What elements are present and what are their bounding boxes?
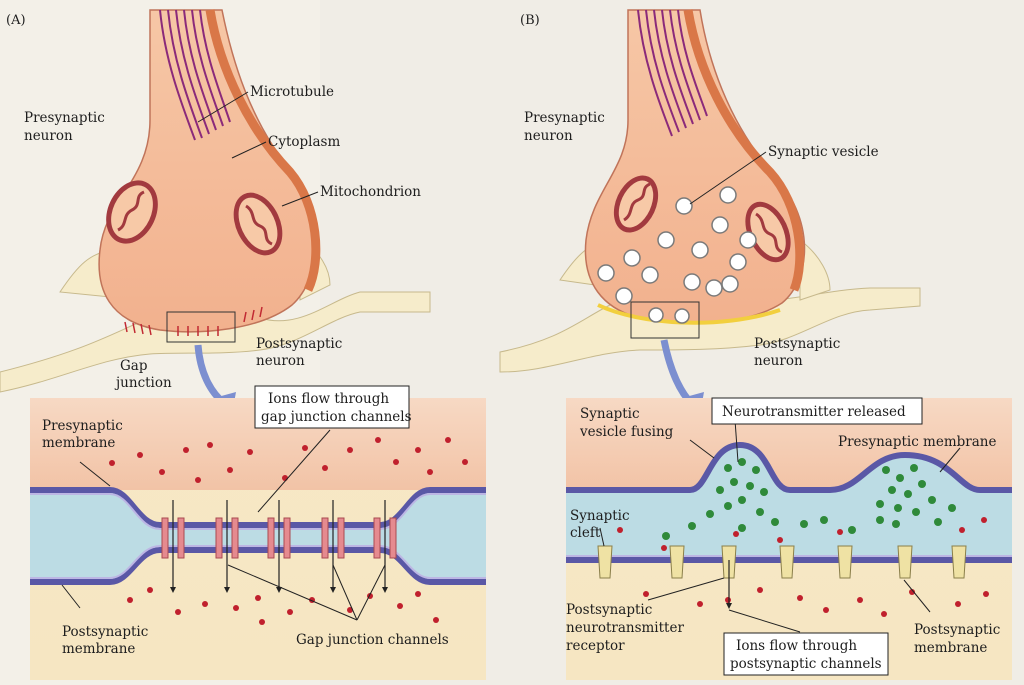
gap-junction-channels xyxy=(161,517,397,559)
cytoplasm-label: Cytoplasm xyxy=(268,134,340,150)
ions-flow-postsynaptic-box xyxy=(723,632,889,676)
microtubule-label: Microtubule xyxy=(250,84,334,100)
mitochondrion-b-right xyxy=(745,201,791,263)
synaptic-vesicle-label: Synaptic vesicle xyxy=(768,144,879,160)
neurotransmitter-released-box xyxy=(711,397,923,425)
gap-junction-marks xyxy=(124,306,263,336)
ions-flow-postsynaptic-text-2: postsynaptic channels xyxy=(730,656,882,672)
presynaptic-membrane-label-a-1: Presynaptic xyxy=(42,418,123,434)
mitochondrion-label: Mitochondrion xyxy=(320,184,421,200)
postsynaptic-receptors xyxy=(597,545,967,579)
ions-b xyxy=(617,517,989,617)
ions-a xyxy=(109,437,468,625)
receptor-label-3: receptor xyxy=(566,638,625,654)
vesicle-fusing-label-1: Synaptic xyxy=(580,406,640,422)
vesicle-highlight-box xyxy=(630,301,700,339)
gap-junction-label-2: junction xyxy=(114,375,172,391)
gap-junction-label-1: Gap xyxy=(120,358,147,374)
mitochondrion-left xyxy=(106,180,158,244)
presynaptic-membrane-label-a-2: membrane xyxy=(42,435,115,451)
presynaptic-neuron-label-a-2: neuron xyxy=(24,128,73,144)
presynaptic-membrane-label-b: Presynaptic membrane xyxy=(838,434,996,450)
receptor-label-2: neurotransmitter xyxy=(566,620,684,636)
postsynaptic-neuron-label-b-1: Postsynaptic xyxy=(754,336,840,352)
postsynaptic-membrane-label-a-2: membrane xyxy=(62,641,135,657)
receptor-label-1: Postsynaptic xyxy=(566,602,652,618)
postsynaptic-membrane-label-b-1: Postsynaptic xyxy=(914,622,1000,638)
panel-b: (B) Presynaptic neuron Synaptic vesicle … xyxy=(499,9,1012,680)
ions-flow-gap-text-2: gap junction channels xyxy=(261,409,412,425)
presynaptic-neuron-label-b-2: neuron xyxy=(524,128,573,144)
presynaptic-neuron-label-b-1: Presynaptic xyxy=(524,110,605,126)
synaptic-cleft-label-1: Synaptic xyxy=(570,508,630,524)
postsynaptic-membrane-label-a-1: Postsynaptic xyxy=(62,624,148,640)
inset-a xyxy=(30,398,486,680)
postsynaptic-neuron-label-a-2: neuron xyxy=(256,353,305,369)
ions-flow-postsynaptic-text-1: Ions flow through xyxy=(736,638,857,654)
synaptic-vesicles xyxy=(597,186,757,324)
presynaptic-neuron-label-a-1: Presynaptic xyxy=(24,110,105,126)
neurotransmitters xyxy=(662,458,956,540)
panel-b-label: (B) xyxy=(520,13,540,28)
panel-a: (A) Presynaptic neuron Microtubule Cytop… xyxy=(0,9,486,680)
gap-junction-highlight-box xyxy=(166,311,236,343)
panel-a-label: (A) xyxy=(6,13,26,28)
ions-flow-gap-box xyxy=(254,385,410,429)
postsynaptic-neuron-label-a-1: Postsynaptic xyxy=(256,336,342,352)
synaptic-cleft-label-2: cleft xyxy=(570,525,601,541)
vesicle-fusing-label-2: vesicle fusing xyxy=(579,424,674,440)
microtubule-group xyxy=(159,9,231,141)
mitochondrion-b-left xyxy=(613,175,659,233)
mitochondrion-right xyxy=(233,192,283,256)
postsynaptic-neuron-label-b-2: neuron xyxy=(754,353,803,369)
ions-flow-gap-text-1: Ions flow through xyxy=(268,391,389,407)
postsynaptic-membrane-label-b-2: membrane xyxy=(914,640,987,656)
gap-junction-channels-label: Gap junction channels xyxy=(296,632,449,648)
neurotransmitter-released-text: Neurotransmitter released xyxy=(722,404,906,420)
microtubule-group-b xyxy=(637,9,708,137)
